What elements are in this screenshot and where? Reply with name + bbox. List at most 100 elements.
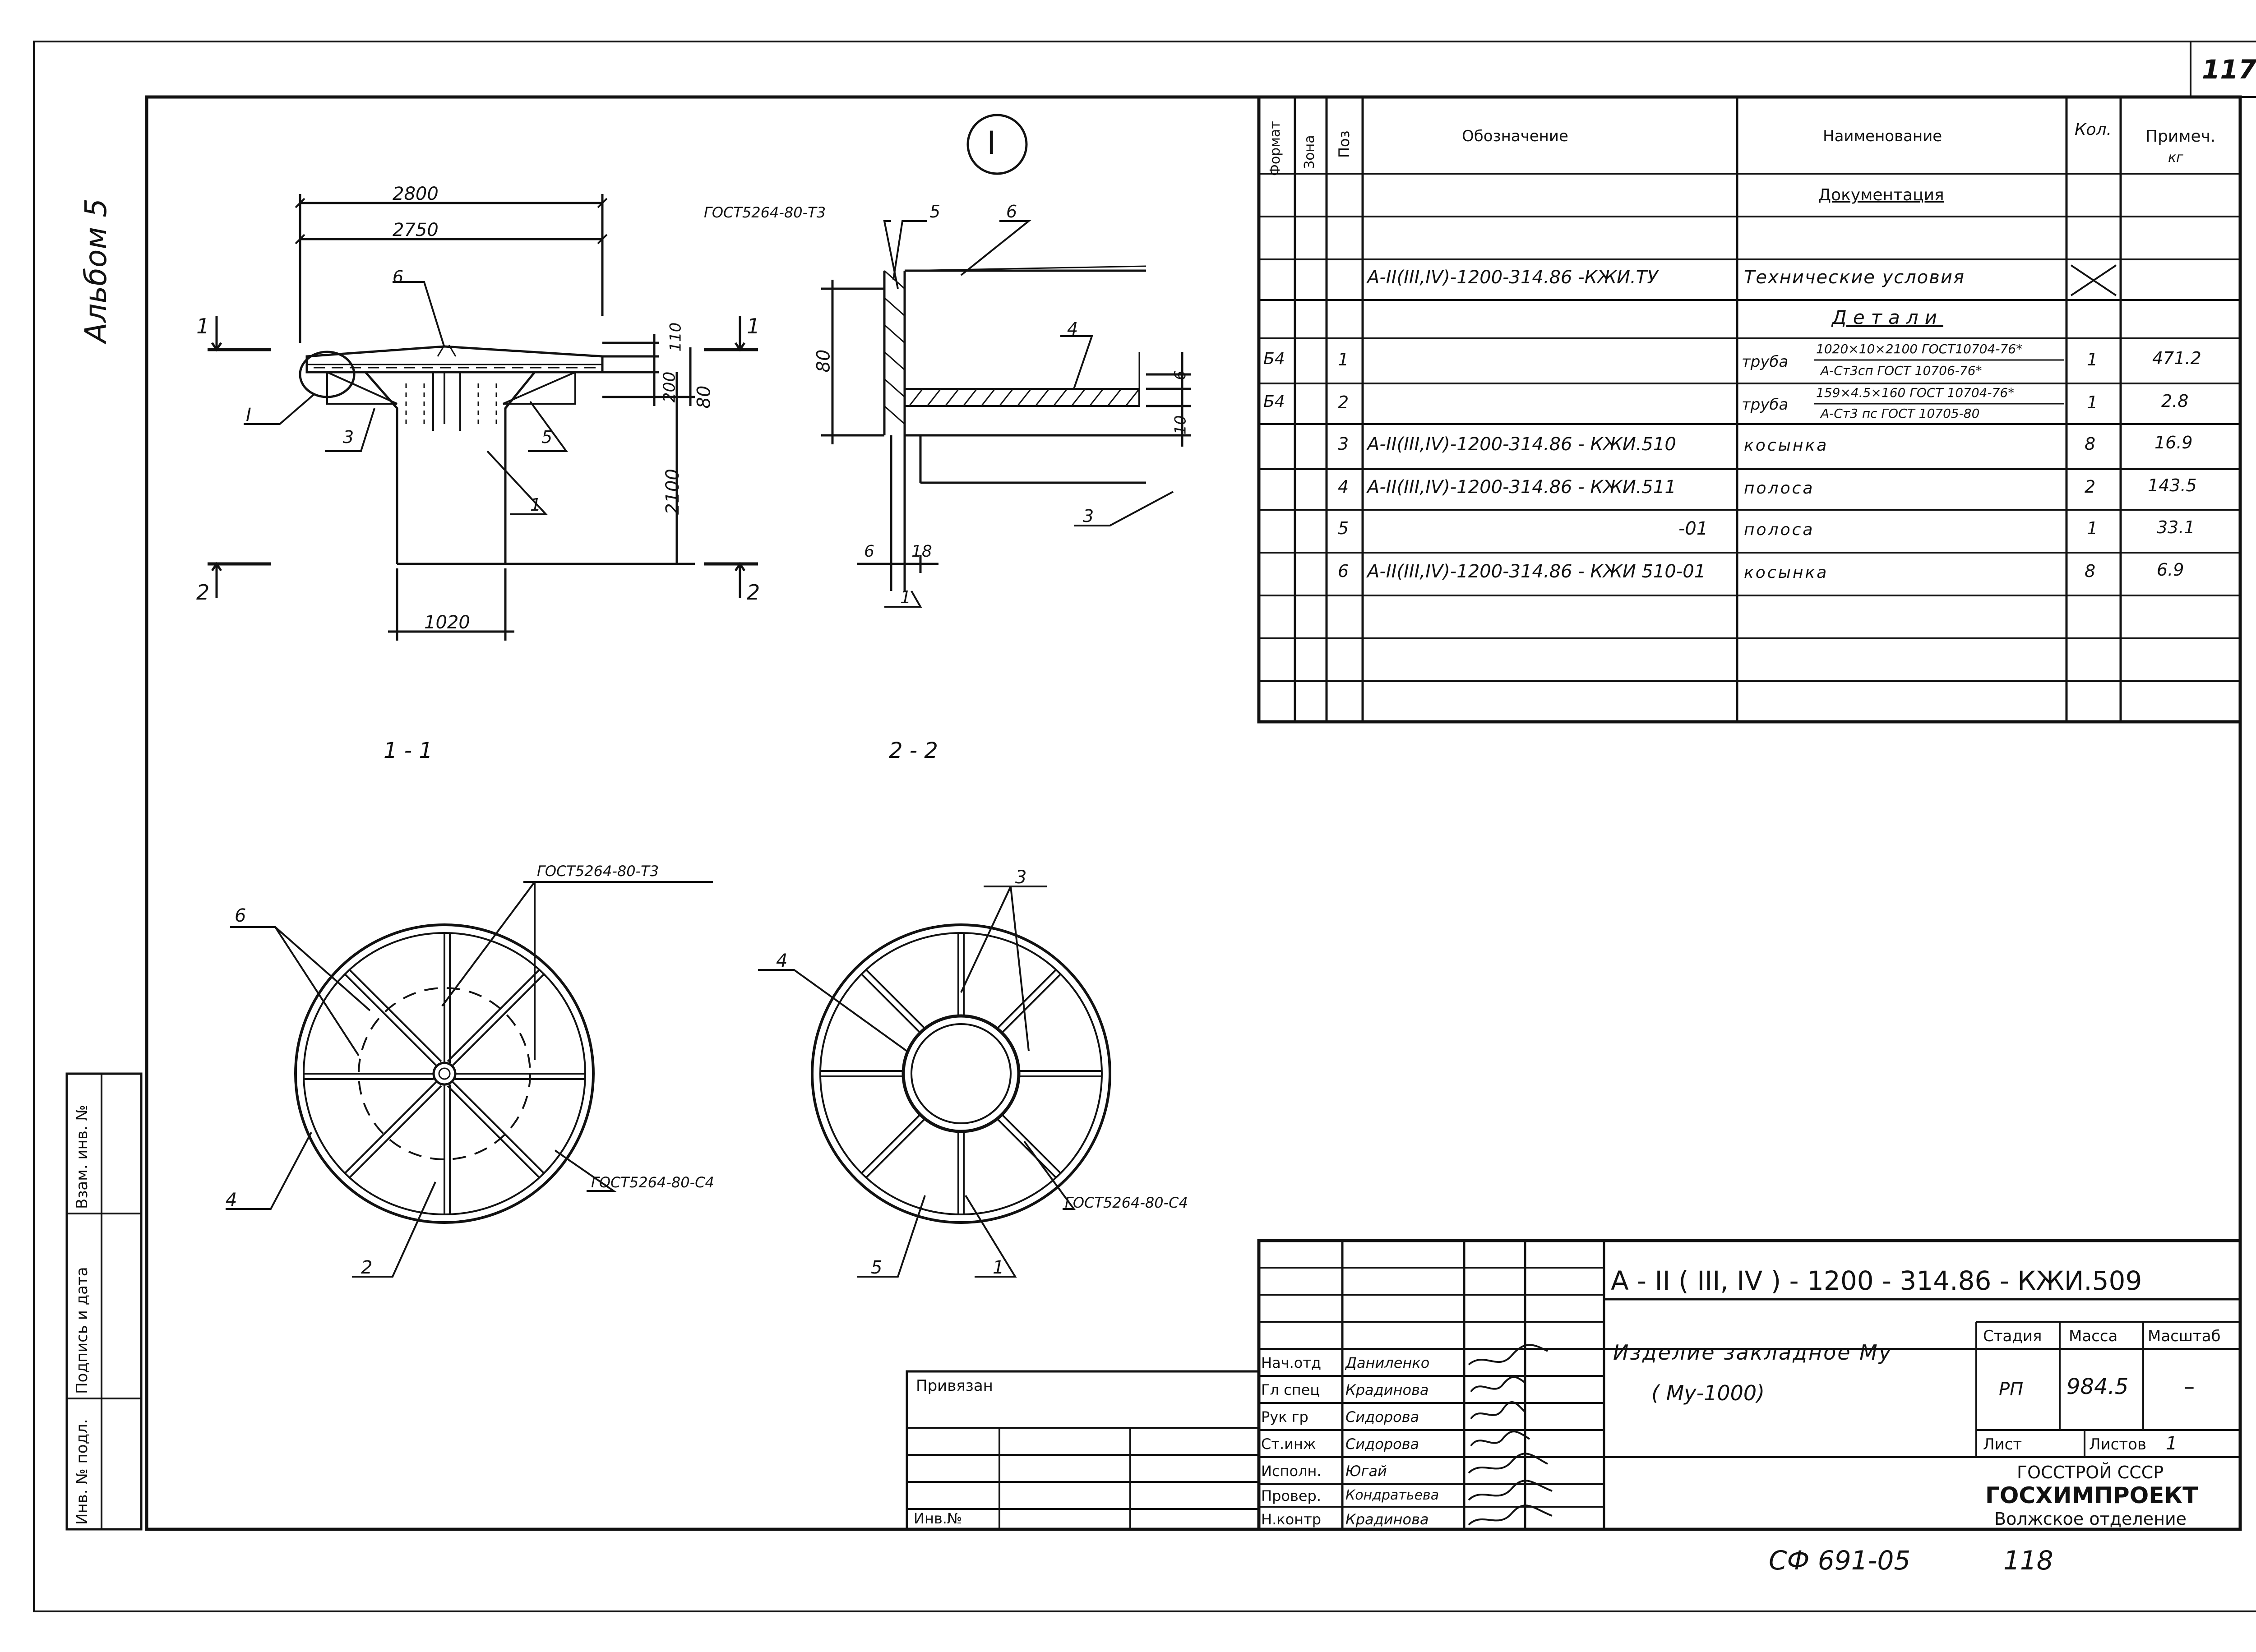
cut-1-left: 1 [196, 314, 210, 338]
dim-2800: 2800 [393, 184, 439, 204]
tu-name: Технические условия [1744, 267, 1965, 288]
dim-1020: 1020 [424, 612, 470, 633]
row1-format: Б4 [1263, 350, 1285, 368]
bottom-number: 118 [2003, 1545, 2053, 1576]
plan-left-drawing [226, 881, 713, 1278]
row1-pos: 1 [1338, 350, 1349, 369]
section-2-2-drawing [821, 114, 1191, 608]
s1-callout-1: 1 [530, 495, 541, 515]
row5-qty: 1 [2087, 518, 2098, 538]
cut-2-right: 2 [747, 580, 760, 605]
spec-table-grid [1257, 95, 2242, 724]
row4-note: 143.5 [2148, 475, 2197, 495]
row1-name-top: 1020×10×2100 ГОСТ10704-76* [1816, 341, 2023, 356]
row1-qty: 1 [2087, 350, 2098, 369]
p2-callout-5: 5 [871, 1257, 883, 1278]
tu-designation: А-II(III,IV)-1200-314.86 -КЖИ.ТУ [1367, 267, 1658, 288]
row6-pos: 6 [1338, 561, 1349, 581]
row6-name: косынка [1744, 563, 1829, 582]
sheets-header: Листов [2089, 1435, 2147, 1454]
staff-name-1: Даниленко [1345, 1354, 1430, 1371]
row5-pos: 5 [1338, 518, 1349, 538]
p1-callout-6: 6 [235, 905, 246, 926]
row6-note: 6.9 [2157, 560, 2184, 580]
p1-callout-4: 4 [226, 1190, 237, 1210]
section-1-1-drawing [208, 194, 758, 641]
p2-callout-4: 4 [776, 951, 788, 971]
row5-name: полоса [1744, 521, 1815, 539]
product-name-line1: Изделие закладное Му [1613, 1340, 1893, 1365]
s1-callout-3: 3 [343, 427, 354, 447]
side-vzam: Взам. инв. № [73, 1105, 91, 1209]
row2-pos: 2 [1338, 392, 1349, 412]
staff-name-2: Крадинова [1345, 1381, 1429, 1398]
org-gosstroy: ГОССТРОЙ СССР [2017, 1463, 2164, 1482]
staff-name-7: Крадинова [1345, 1511, 1429, 1528]
section-2-2-label: 2 - 2 [889, 738, 938, 763]
section-details: Детали [1832, 306, 1943, 328]
album-label: Альбом 5 [79, 198, 113, 343]
row3-note: 16.9 [2154, 433, 2193, 452]
side-stamp-frame [65, 1072, 143, 1531]
staff-name-3: Сидорова [1345, 1408, 1419, 1426]
org-volzhskoe: Волжское отделение [1994, 1509, 2187, 1529]
bottom-code: СФ 691-05 [1769, 1545, 1911, 1576]
row2-name-prefix: труба [1742, 396, 1789, 414]
header-name: Наименование [1823, 127, 1942, 145]
scale-header: Масштаб [2148, 1327, 2221, 1345]
row6-qty: 8 [2085, 561, 2096, 581]
row1-name-prefix: труба [1742, 353, 1789, 371]
header-format: Формат [1267, 121, 1283, 176]
mass-value: 984.5 [2066, 1374, 2129, 1399]
dim-18: 18 [911, 542, 932, 561]
row5-note: 33.1 [2157, 517, 2195, 537]
row4-name: полоса [1744, 479, 1815, 498]
row2-note: 2.8 [2161, 391, 2189, 411]
staff-role-2: Гл спец [1261, 1381, 1320, 1398]
row3-qty: 8 [2085, 434, 2096, 454]
gost-t3-plan: ГОСТ5264-80-Т3 [537, 863, 659, 880]
org-goskhimproekt: ГОСХИМПРОЕКТ [1985, 1482, 2198, 1509]
dim-6b: 6 [864, 542, 874, 561]
row4-designation: А-II(III,IV)-1200-314.86 - КЖИ.511 [1367, 477, 1676, 498]
dim-110: 110 [666, 322, 685, 352]
dim-80b: 80 [813, 349, 834, 373]
section-1-1-label: 1 - 1 [384, 738, 433, 763]
s1-callout-5: 5 [541, 427, 553, 447]
row5-designation: -01 [1678, 518, 1708, 539]
cut-2-left: 2 [196, 580, 210, 605]
row2-qty: 1 [2087, 392, 2098, 412]
mass-header: Масса [2069, 1327, 2118, 1345]
header-note-unit: кг [2168, 150, 2183, 166]
inv-no-label: Инв.№ [914, 1510, 962, 1527]
plan-right-drawing [758, 886, 1111, 1278]
gost-t3-detail: ГОСТ5264-80-Т3 [704, 204, 826, 221]
header-qty: Кол. [2075, 120, 2112, 139]
dim-6a: 6 [1171, 370, 1189, 380]
cut-1-right: 1 [747, 314, 760, 338]
staff-role-7: Н.контр [1261, 1511, 1322, 1528]
stage-value: РП [1999, 1379, 2024, 1400]
product-name-line2: ( Му-1000) [1651, 1381, 1765, 1405]
stage-header: Стадия [1983, 1327, 2042, 1345]
staff-name-6: Кондратьева [1345, 1487, 1439, 1503]
s1-detail-ref: I [246, 405, 251, 425]
drawing-code: А - II ( III, IV ) - 1200 - 314.86 - КЖИ… [1611, 1265, 2142, 1296]
s2-callout-5: 5 [929, 202, 941, 221]
gost-c4-left: ГОСТ5264-80-С4 [591, 1174, 714, 1191]
row3-designation: А-II(III,IV)-1200-314.86 - КЖИ.510 [1367, 434, 1676, 455]
dim-10: 10 [1171, 415, 1190, 435]
row2-format: Б4 [1263, 392, 1285, 411]
section-documentation: Документация [1818, 186, 1944, 204]
dim-80a: 80 [693, 385, 715, 409]
row4-pos: 4 [1338, 477, 1349, 497]
staff-role-1: Нач.отд [1261, 1354, 1322, 1371]
staff-role-5: Исполн. [1261, 1463, 1322, 1480]
s1-callout-6: 6 [393, 267, 404, 287]
sheet-outer-frame [33, 41, 2256, 1612]
s2-callout-4: 4 [1067, 319, 1078, 339]
s2-callout-3: 3 [1083, 506, 1094, 526]
staff-role-3: Рук гр [1261, 1408, 1308, 1426]
row6-designation: А-II(III,IV)-1200-314.86 - КЖИ 510-01 [1367, 561, 1706, 582]
